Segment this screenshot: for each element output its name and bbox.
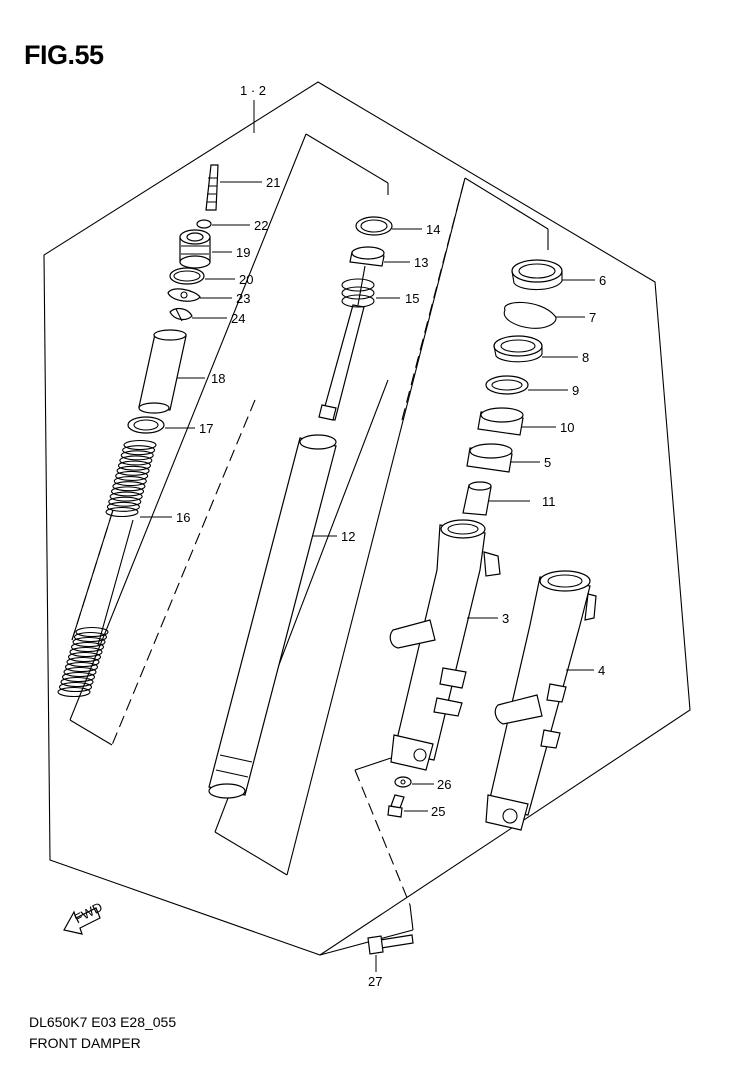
callout-25: 25 — [431, 804, 445, 819]
spring-coil — [112, 481, 146, 492]
part-stopper-ring — [503, 301, 585, 329]
model-code: DL650K7 E03 E28_055 — [29, 1014, 177, 1030]
part-piston-ring — [349, 246, 410, 267]
spring-coil — [109, 491, 143, 502]
assembly-label: 1 · 2 — [240, 83, 266, 98]
part-oil-seal — [511, 259, 595, 291]
spring-coil — [73, 631, 108, 643]
diagram-name: FRONT DAMPER — [29, 1035, 141, 1051]
figure-title: FIG.55 — [24, 40, 104, 70]
spring-coil — [61, 671, 96, 683]
callout-17: 17 — [199, 421, 213, 436]
part-guide-metal-upper — [477, 407, 556, 436]
part-outer-tube-right — [485, 570, 597, 831]
group-frame-outer-tube — [286, 177, 549, 876]
callout-11: 11 — [542, 494, 556, 509]
callout-21: 21 — [266, 175, 280, 190]
spring-coil — [105, 506, 139, 518]
part-inner-tube — [208, 434, 337, 799]
callout-9: 9 — [572, 383, 579, 398]
spring-coil — [70, 641, 105, 653]
spring-coil — [123, 439, 157, 451]
callout-3: 3 — [502, 611, 509, 626]
callout-16: 16 — [176, 510, 190, 525]
spring-coil — [75, 626, 109, 638]
spring-coil — [110, 486, 145, 497]
group-frame-lower — [319, 755, 414, 956]
callout-4: 4 — [598, 663, 605, 678]
assembly-boundary — [43, 81, 691, 956]
part-adjuster-rod — [205, 164, 262, 211]
callout-19: 19 — [236, 245, 250, 260]
part-gasket — [394, 776, 434, 788]
spring-coil — [58, 681, 93, 693]
part-oil-lock-piece — [462, 481, 530, 516]
callout-5: 5 — [544, 455, 551, 470]
part-oil-seal-lower — [493, 335, 578, 363]
callout-12: 12 — [341, 529, 355, 544]
callout-27: 27 — [368, 974, 382, 989]
callout-7: 7 — [589, 310, 596, 325]
spring-coil — [57, 686, 91, 698]
part-drain-bolt — [387, 794, 428, 818]
callout-23: 23 — [236, 291, 250, 306]
callout-20: 20 — [239, 272, 253, 287]
spring-coil — [64, 661, 99, 673]
part-spacer-tube — [138, 329, 205, 414]
part-o-ring-small — [196, 219, 250, 229]
callout-26: 26 — [437, 777, 451, 792]
spring-coil — [120, 450, 154, 461]
spring-coil — [116, 465, 150, 476]
spring-coil — [115, 470, 149, 481]
callout-6: 6 — [599, 273, 606, 288]
spring-coil — [63, 666, 97, 678]
callout-15: 15 — [405, 291, 419, 306]
part-spring-seat — [127, 416, 195, 434]
group-frame-spring-set — [69, 133, 389, 746]
spring-coil — [69, 646, 103, 658]
callout-10: 10 — [560, 420, 574, 435]
spring-coil — [117, 460, 152, 471]
callout-14: 14 — [426, 222, 440, 237]
part-oil-seal-retainer — [485, 375, 568, 395]
spring-coil — [119, 455, 153, 466]
spring-coil — [113, 476, 147, 487]
spring-coil — [67, 651, 102, 663]
part-guide-metal-lower — [466, 443, 540, 473]
spring-coil — [72, 636, 106, 648]
part-dust-ring — [355, 216, 422, 236]
spring-coil — [108, 496, 142, 507]
callout-24: 24 — [231, 311, 245, 326]
callout-22: 22 — [254, 218, 268, 233]
forward-arrow-icon: FWD — [63, 899, 105, 935]
spring-coil — [60, 676, 94, 688]
part-cap-bolt — [179, 229, 232, 269]
part-damper-rod — [318, 265, 400, 421]
part-outer-tube-left — [389, 519, 501, 771]
callout-18: 18 — [211, 371, 225, 386]
spring-coil — [66, 656, 100, 668]
part-clip — [169, 307, 227, 322]
spring-coil — [106, 501, 140, 512]
spring-coil — [122, 445, 156, 456]
callout-layer: 21 22 19 20 23 24 18 17 16 14 13 15 12 6 7 8 9 10 5 11 3 4 26 2… — [176, 175, 606, 989]
callout-13: 13 — [414, 255, 428, 270]
part-washer — [167, 288, 232, 302]
part-o-ring-cap — [169, 267, 235, 285]
part-fork-spring — [57, 439, 172, 698]
callout-8: 8 — [582, 350, 589, 365]
part-hex-bolt — [367, 934, 414, 972]
